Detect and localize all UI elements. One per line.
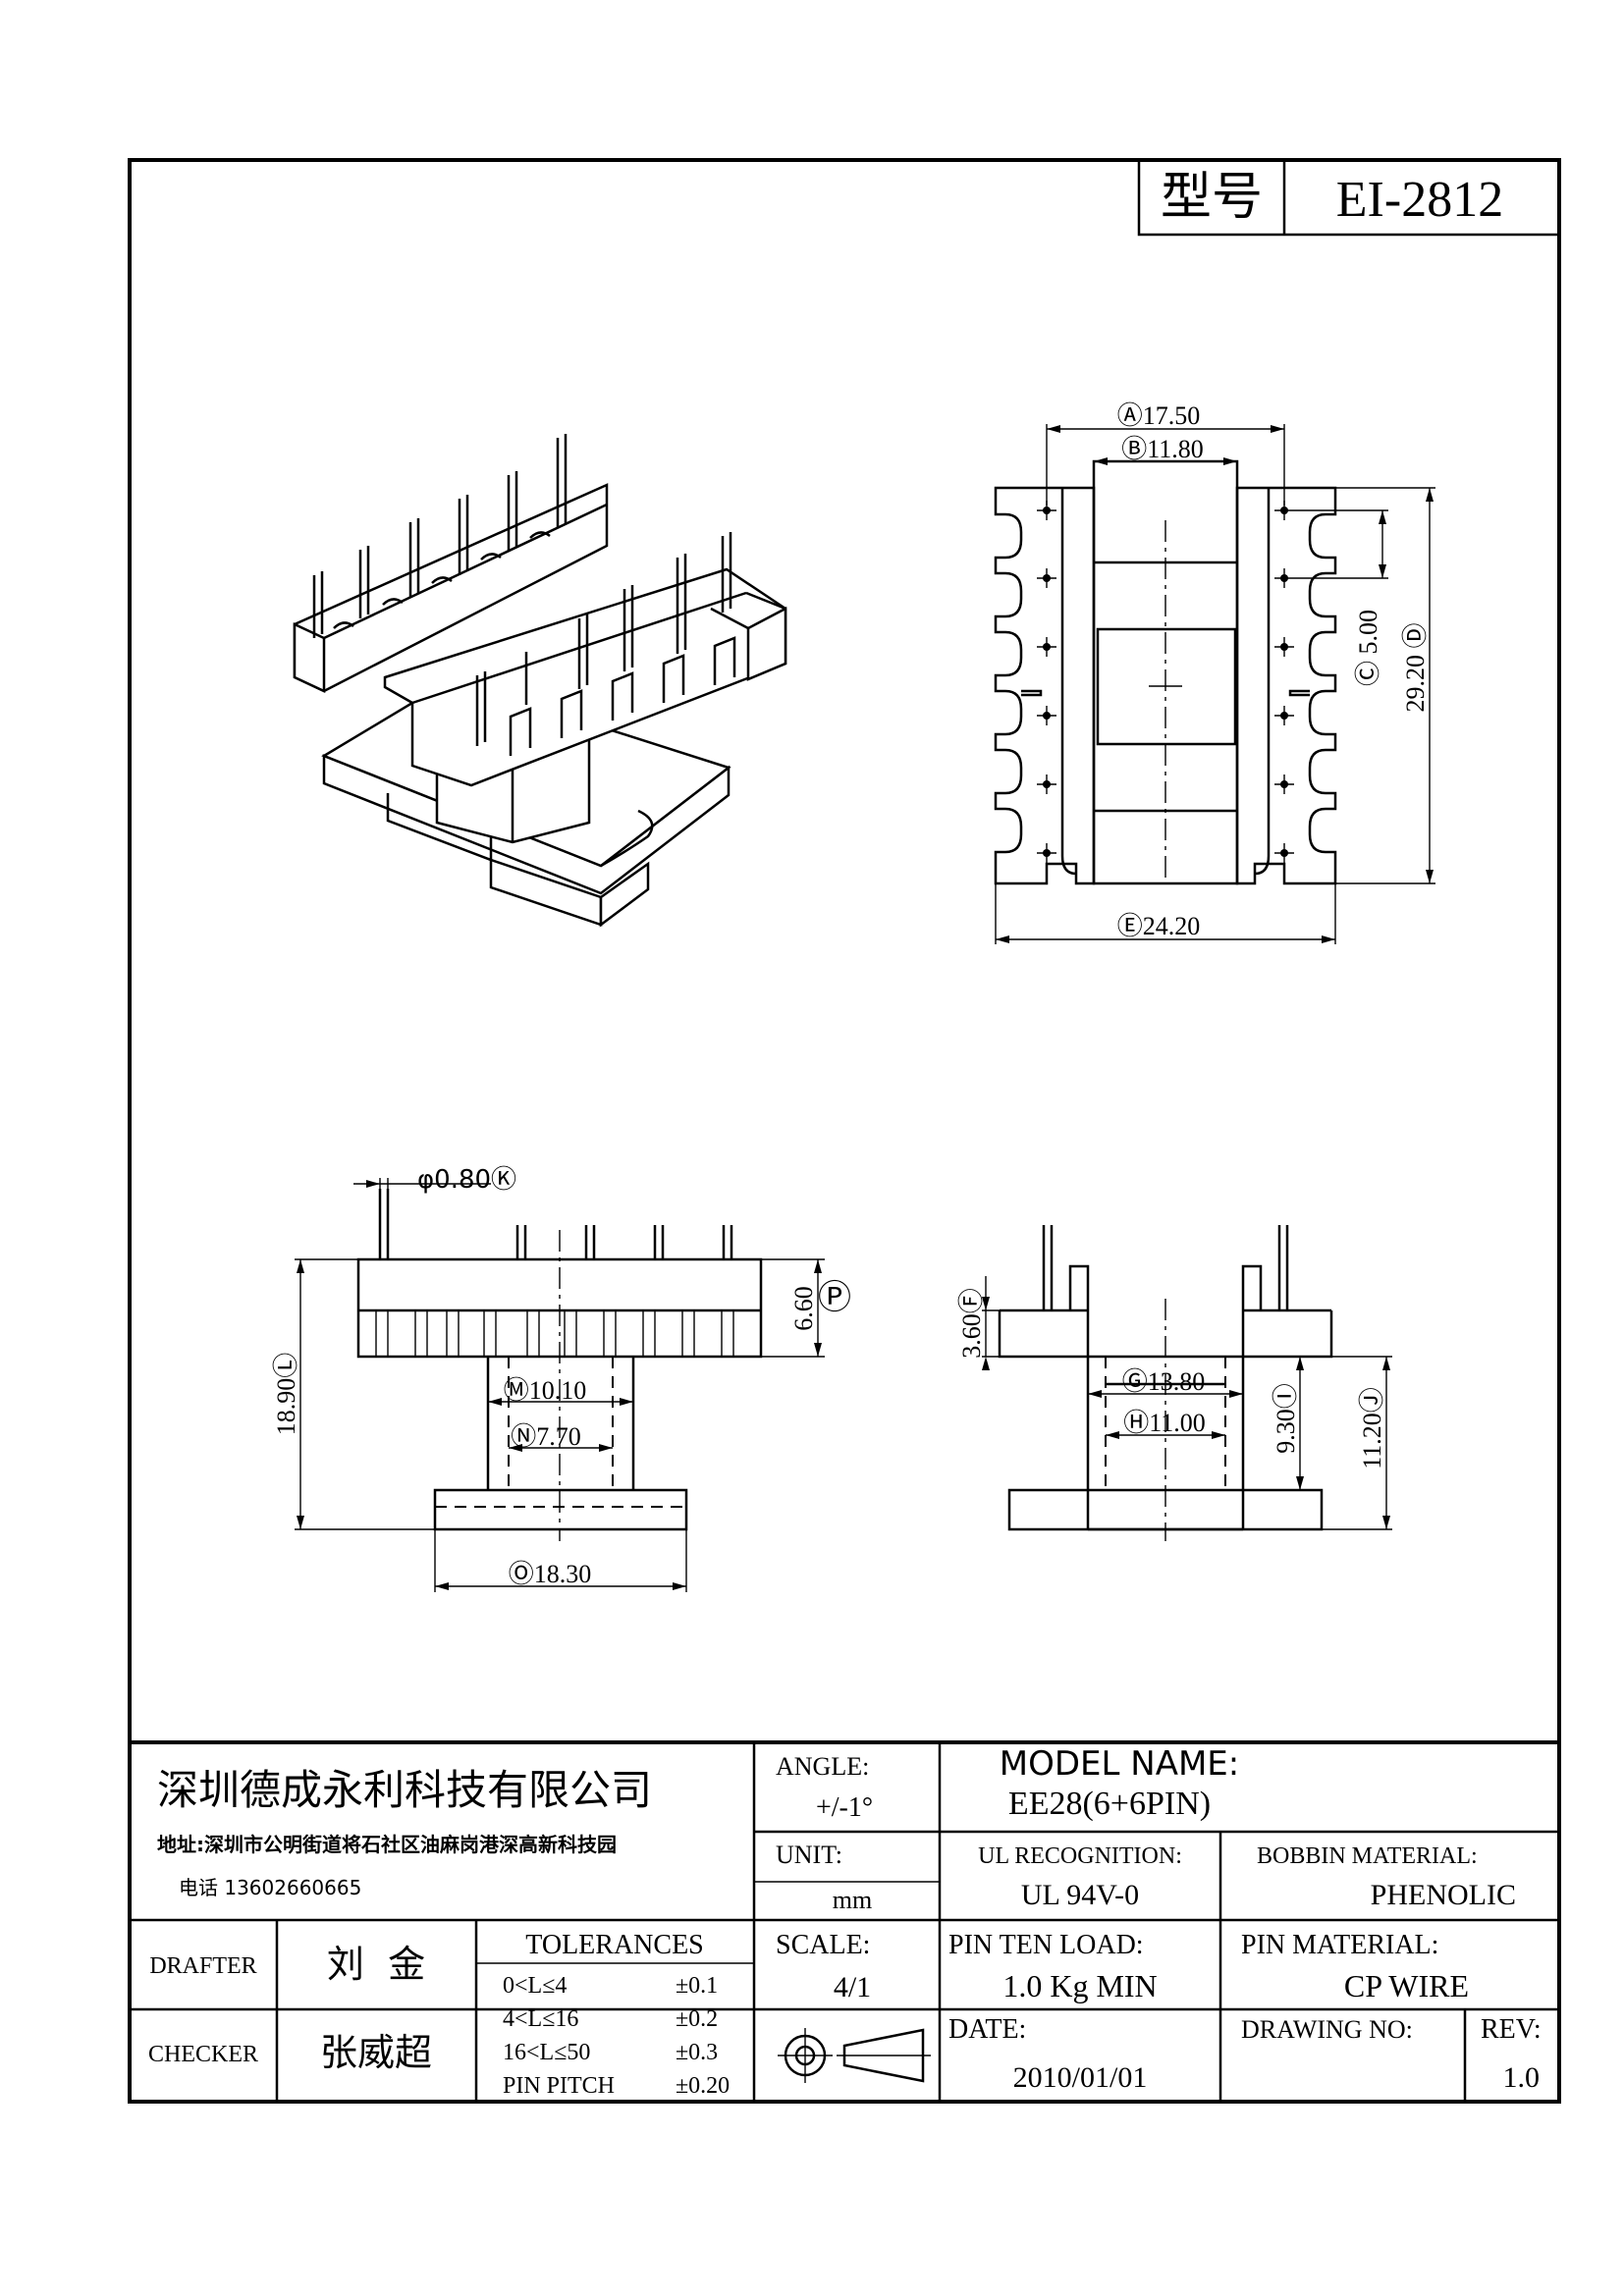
drawing-no-label: DRAWING NO: xyxy=(1241,2015,1413,2044)
tolerance-range: 0<L≤4 xyxy=(503,1973,567,1999)
dim-M: Ⓜ10.10 xyxy=(504,1376,587,1405)
pin-material-value: CP WIRE xyxy=(1344,1968,1469,2003)
tolerances-label: TOLERANCES xyxy=(525,1930,704,1960)
drafter-label: DRAFTER xyxy=(149,1953,256,1979)
dim-D: 29.20 Ⓓ xyxy=(1401,622,1430,712)
bobbin-label: BOBBIN MATERIAL: xyxy=(1257,1843,1478,1869)
dim-I: 9.30Ⓘ xyxy=(1272,1383,1300,1454)
scale-value: 4/1 xyxy=(834,1971,871,2003)
dim-J: 11.20Ⓙ xyxy=(1358,1387,1386,1469)
tolerance-range: 4<L≤16 xyxy=(503,2006,578,2032)
unit-label: UNIT: xyxy=(776,1841,842,1869)
isometric-view xyxy=(293,434,787,928)
rev-label: REV: xyxy=(1481,2014,1542,2045)
company-name: 深圳德成永利科技有限公司 xyxy=(157,1766,652,1814)
company-address: 地址:深圳市公明街道将石社区油麻岗港深高新科技园 xyxy=(157,1833,617,1856)
front-pins xyxy=(475,532,732,746)
first-angle-projection-icon xyxy=(778,2028,931,2083)
model-header: 型号 EI-2812 xyxy=(1137,158,1561,237)
tolerance-value: ±0.3 xyxy=(676,2040,718,2065)
top-view: Ⓐ17.50 Ⓑ11.80 Ⓒ 5.00 29.20 Ⓓ Ⓔ24.20 xyxy=(994,401,1435,944)
model-name-label: MODEL NAME: xyxy=(1000,1744,1239,1784)
pin-load-value: 1.0 Kg MIN xyxy=(1002,1968,1157,2003)
angle-label: ANGLE: xyxy=(776,1752,869,1781)
dim-O: Ⓞ18.30 xyxy=(509,1560,592,1588)
model-name-value: EE28(6+6PIN) xyxy=(1008,1786,1211,1822)
scale-label: SCALE: xyxy=(776,1930,870,1960)
date-value: 2010/01/01 xyxy=(1013,2061,1148,2094)
drawing-border xyxy=(128,158,1561,2104)
model-value: EI-2812 xyxy=(1336,172,1503,228)
tolerance-value: ±0.1 xyxy=(676,1973,718,1999)
ul-value: UL 94V-0 xyxy=(1021,1879,1139,1911)
drafter-name: 刘 金 xyxy=(327,1943,425,1986)
date-label: DATE: xyxy=(948,2014,1026,2045)
dim-P: 6.60 xyxy=(789,1286,818,1331)
tolerance-range: PIN PITCH xyxy=(503,2073,615,2099)
side-view: 3.60Ⓕ Ⓖ13.80 Ⓗ11.00 9.30Ⓘ 11.20Ⓙ xyxy=(957,1225,1392,1541)
front-view: φ0.80Ⓚ 18.90Ⓛ 6.60 Ⓟ Ⓜ10.10 Ⓝ7.70 Ⓞ18.30 xyxy=(272,1165,851,1592)
dim-H: Ⓗ11.00 xyxy=(1123,1409,1206,1437)
rev-value: 1.0 xyxy=(1503,2061,1541,2094)
bobbin-value: PHENOLIC xyxy=(1371,1879,1516,1911)
model-label: 型号 xyxy=(1161,168,1263,227)
checker-name: 张威超 xyxy=(320,2031,432,2074)
ul-label: UL RECOGNITION: xyxy=(978,1843,1182,1869)
dim-K: φ0.80Ⓚ xyxy=(417,1165,516,1195)
dim-B: Ⓑ11.80 xyxy=(1121,435,1204,463)
tolerance-range: 16<L≤50 xyxy=(503,2040,590,2065)
angle-value: +/-1° xyxy=(816,1792,873,1823)
front-view-pins xyxy=(378,1189,733,1259)
dim-L: 18.90Ⓛ xyxy=(272,1353,300,1436)
pin-material-label: PIN MATERIAL: xyxy=(1241,1930,1438,1960)
dim-E: Ⓔ24.20 xyxy=(1117,912,1201,940)
company-phone: 电话 13602660665 xyxy=(179,1876,361,1899)
dim-A: Ⓐ17.50 xyxy=(1117,401,1201,430)
tolerance-value: ±0.20 xyxy=(676,2073,730,2099)
rear-pins xyxy=(312,434,568,638)
dim-P-mark: Ⓟ xyxy=(818,1279,851,1316)
dim-F: 3.60Ⓕ xyxy=(957,1288,986,1359)
tolerance-value: ±0.2 xyxy=(676,2006,718,2032)
dim-C: Ⓒ 5.00 xyxy=(1354,610,1382,686)
dim-N: Ⓝ7.70 xyxy=(511,1422,581,1451)
pin-load-label: PIN TEN LOAD: xyxy=(948,1930,1144,1960)
unit-value: mm xyxy=(833,1886,872,1914)
title-block: 深圳德成永利科技有限公司 地址:深圳市公明街道将石社区油麻岗港深高新科技园 电话… xyxy=(130,1740,1559,2102)
checker-label: CHECKER xyxy=(148,2042,258,2067)
dim-G: Ⓖ13.80 xyxy=(1122,1367,1206,1396)
